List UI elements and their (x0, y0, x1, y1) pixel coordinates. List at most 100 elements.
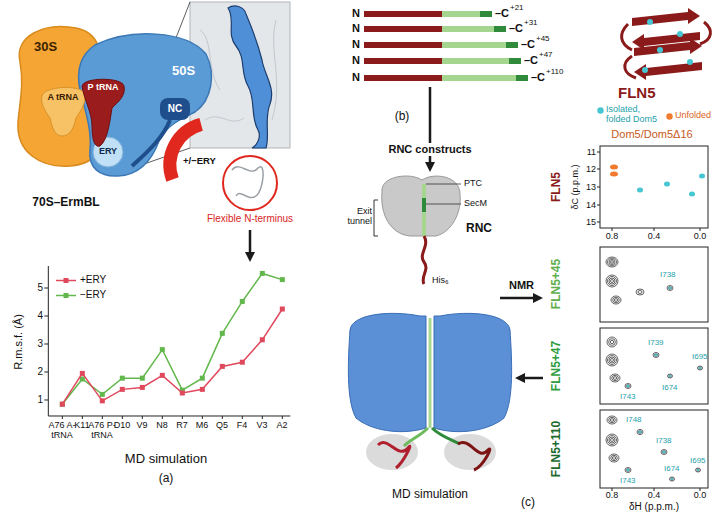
node-text: –C (495, 7, 509, 20)
tick (700, 228, 701, 231)
node-text: N (352, 38, 360, 51)
node-text: FLN5+45 (550, 259, 564, 309)
data-line (62, 309, 282, 404)
node-text: –C (524, 54, 538, 67)
peak-label-holder: I738 (656, 436, 672, 445)
node-text-holder: MD simulation (430, 488, 506, 502)
nmr-panel-outline (543, 247, 710, 322)
tick (44, 371, 48, 372)
figure-art (677, 31, 683, 37)
secm-chain (422, 198, 426, 212)
contour (637, 430, 643, 435)
residue-label: V3 (244, 420, 280, 430)
edge-label: RNC constructs (386, 143, 473, 156)
peak-label-holder: I743 (620, 476, 636, 485)
legend-text-holder: Isolated, folded Dom5 (606, 104, 664, 125)
node-text: N (352, 71, 360, 84)
peak (669, 375, 672, 377)
data-point (239, 360, 244, 365)
method-label: MD simulation (125, 452, 207, 467)
data-point (259, 271, 264, 276)
contour (699, 367, 702, 369)
node-text-holder: ERY (108, 146, 126, 156)
contour (612, 457, 615, 460)
contour (609, 278, 615, 284)
tick (181, 416, 182, 419)
tick (121, 416, 122, 419)
contour (608, 258, 617, 266)
data-point (139, 376, 144, 381)
construct-bar: N–C+110 (350, 65, 568, 87)
node-text: N (352, 22, 360, 35)
peak (610, 172, 618, 177)
peak-label: I739 (648, 338, 664, 347)
complex-name: 70S–ErmBL (32, 196, 99, 210)
residue-label: M6 (184, 420, 220, 430)
subunit-shape (79, 34, 212, 176)
tick (597, 222, 600, 223)
data-point (119, 376, 124, 381)
tick-label-holder: 5 (43, 282, 49, 294)
figure-art (657, 47, 663, 53)
tick-label-holder: 0.0 (700, 231, 713, 241)
contour (606, 354, 618, 366)
part-label-holder: SecM (464, 198, 487, 208)
peak (663, 451, 666, 454)
fln5-chain (422, 236, 426, 284)
figure-art (642, 67, 648, 73)
domain-name-holder: FLN5 (618, 84, 656, 101)
tick (141, 416, 142, 419)
residue-label-holder: M6 (184, 420, 220, 430)
residue-label-holder: N8 (144, 420, 180, 430)
node-text: +45 (536, 34, 550, 43)
contour (609, 437, 615, 443)
node-text: MD simulation (392, 488, 468, 502)
axis-title-holder: δH (p.p.m.) (654, 501, 704, 513)
node-text: R.m.s.f. (Å) (12, 314, 25, 370)
peak (664, 182, 670, 187)
node-text: RNC (466, 222, 492, 236)
tick-label-holder: 13 (596, 182, 606, 192)
node-text: +31 (524, 18, 538, 27)
figure-art (228, 6, 272, 148)
leader-line (426, 184, 461, 185)
panel-letter-holder: (c) (528, 496, 542, 510)
legend-text: Unfolded (675, 110, 711, 120)
legend-text: Isolated, folded Dom5 (606, 104, 664, 125)
contour (639, 431, 642, 434)
node-text: –C (521, 38, 535, 51)
node-text-holder: N (352, 22, 360, 35)
peak-label: I743 (620, 392, 636, 401)
arrow-connector (521, 377, 543, 380)
peak (689, 192, 695, 197)
md-model: MD simulation (345, 312, 515, 510)
tick-label: 0.4 (648, 231, 661, 241)
data-point (99, 398, 104, 403)
legend-text: −ERY (80, 289, 106, 301)
tick-label: 14 (586, 200, 596, 210)
tick-label: 3 (37, 338, 43, 350)
node-text: 50S (172, 64, 195, 79)
nmr-panel: FLN5+45 (543, 247, 710, 322)
residue-label: Q5 (204, 420, 240, 430)
contour (610, 419, 613, 422)
node-text-holder: +110 (546, 67, 563, 76)
fln5-segment (364, 42, 442, 48)
node-text: 30S (34, 40, 57, 55)
complex-name-holder: 70S–ErmBL (66, 196, 133, 210)
node-text: NC (168, 103, 182, 115)
tick-label-holder: 15 (596, 217, 606, 227)
legend-text-holder: +ERY (80, 274, 106, 286)
tick-label-holder: 3 (43, 338, 49, 350)
ribosome-lobe (434, 313, 512, 431)
node-text-holder: Flexible N-terminus (250, 213, 336, 225)
tick (101, 416, 102, 419)
highlight-circle (223, 156, 277, 210)
part-label: PTC (464, 178, 482, 188)
tick (44, 316, 48, 317)
node-text-holder: +45 (536, 34, 550, 43)
legend-swatch (666, 113, 673, 120)
tick (201, 416, 202, 419)
tick-label-holder: 0.8 (612, 490, 625, 500)
chain-tube (132, 120, 170, 166)
